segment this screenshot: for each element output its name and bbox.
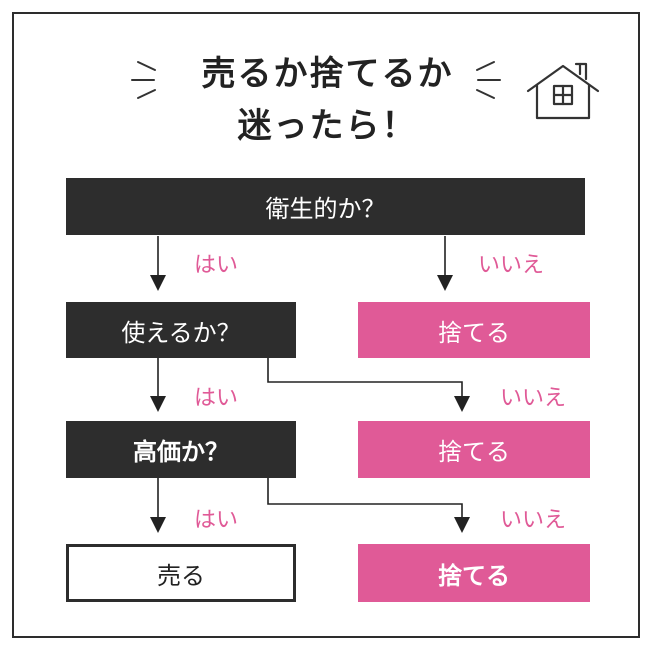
edge-label-yes-3: はい	[194, 508, 239, 533]
edge-label-yes-2: はい	[194, 386, 239, 411]
edge-label-yes-1: はい	[194, 253, 239, 278]
arrow-q2-no	[267, 358, 470, 412]
sparkle-right-bottom	[476, 89, 495, 99]
sparkle-left-bottom	[137, 89, 156, 99]
house-icon	[526, 62, 600, 120]
node-sell: 売る	[66, 544, 296, 602]
arrow-q3-no	[267, 478, 470, 533]
node-q3: 高価か？	[66, 421, 296, 478]
sparkle-left-top	[137, 61, 156, 71]
edge-label-no-3: いいえ	[500, 508, 567, 533]
node-discard-1: 捨てる	[358, 302, 590, 358]
edge-label-no-2: いいえ	[500, 386, 567, 411]
node-discard-2: 捨てる	[358, 421, 590, 478]
node-discard-3: 捨てる	[358, 544, 590, 602]
node-q2: 使えるか？	[66, 302, 296, 358]
title-line-1: 売るか捨てるか	[201, 54, 454, 94]
node-q1: 衛生的か？	[66, 178, 585, 235]
edge-label-no-1: いいえ	[478, 253, 545, 278]
title-line-2: 迷ったら！	[237, 106, 418, 146]
sparkle-right-top	[476, 61, 495, 71]
